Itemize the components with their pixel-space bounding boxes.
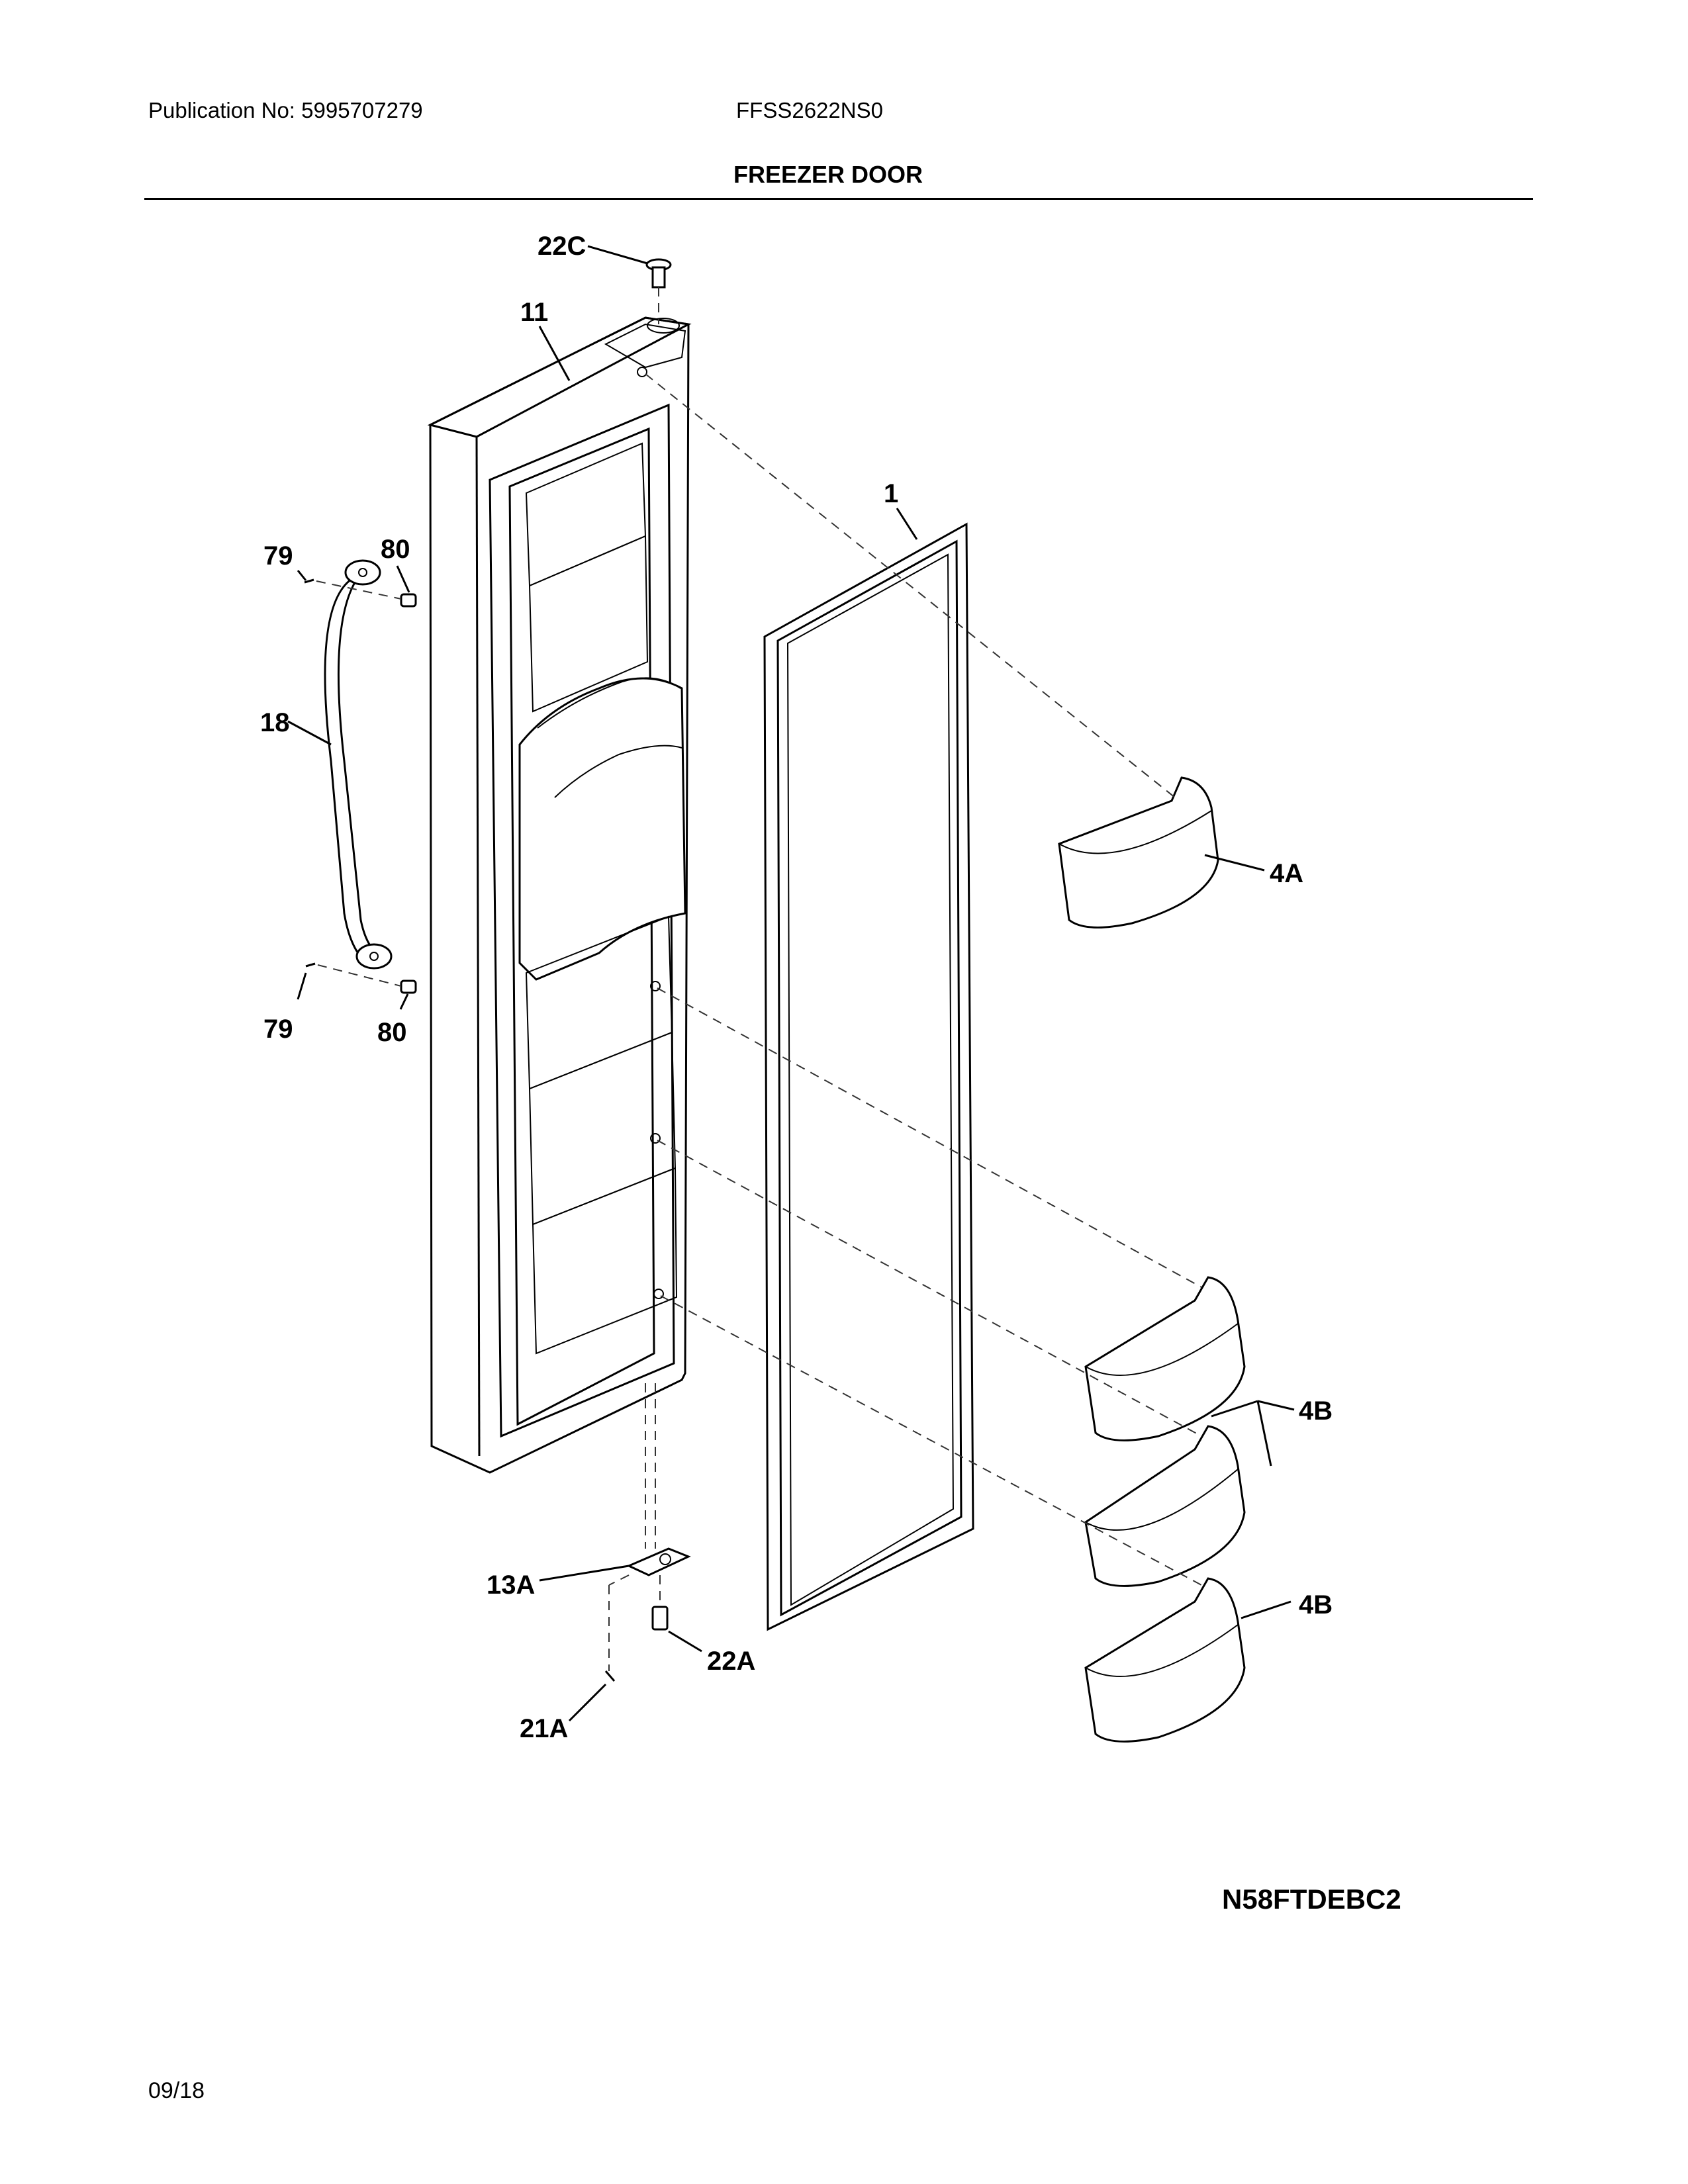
- callout-18: 18: [260, 708, 290, 737]
- callout-13A: 13A: [487, 1570, 536, 1600]
- callout-4B-lower: 4B: [1299, 1590, 1333, 1619]
- freezer-door-part-11[interactable]: [427, 316, 692, 1474]
- model-number: FFSS2622NS0: [736, 98, 883, 122]
- assembly-guide-lines: [316, 287, 1202, 1671]
- callout-11: 11: [520, 298, 549, 327]
- callout-79-top: 79: [263, 541, 293, 570]
- hinge-screw-part-21A[interactable]: [604, 1670, 616, 1682]
- callout-1: 1: [884, 479, 899, 508]
- callout-22A: 22A: [707, 1647, 756, 1676]
- callout-22C: 22C: [538, 232, 586, 261]
- door-bin-part-4B-1[interactable]: [1084, 1276, 1246, 1441]
- bottom-hinge-pin-part-22A[interactable]: [651, 1606, 669, 1631]
- page-title: FREEZER DOOR: [733, 161, 923, 188]
- door-handle-part-18[interactable]: [324, 559, 393, 970]
- callout-21A: 21A: [520, 1714, 569, 1743]
- door-bin-part-4B-3[interactable]: [1084, 1577, 1246, 1743]
- callout-4B-upper: 4B: [1299, 1396, 1333, 1426]
- top-hinge-pin-part-22C[interactable]: [645, 258, 672, 289]
- bottom-hinge-part-13A[interactable]: [626, 1547, 691, 1576]
- diagram-code: N58FTDEBC2: [1222, 1884, 1401, 1915]
- revision-date: 09/18: [148, 2078, 205, 2103]
- handle-plug-part-80[interactable]: [400, 593, 417, 994]
- callout-80-bottom: 80: [377, 1018, 407, 1047]
- door-bin-part-4A[interactable]: [1058, 776, 1219, 929]
- handle-screw-part-79[interactable]: [304, 578, 316, 968]
- callout-80-top: 80: [381, 535, 410, 564]
- header-divider: [144, 198, 1533, 200]
- door-gasket-part-1[interactable]: [763, 522, 974, 1631]
- callout-4A: 4A: [1270, 859, 1304, 888]
- publication-number: Publication No: 5995707279: [148, 98, 423, 122]
- callout-79-bottom: 79: [263, 1015, 293, 1044]
- door-bin-part-4B-2[interactable]: [1084, 1425, 1246, 1587]
- callout-leaders: [287, 245, 1295, 1722]
